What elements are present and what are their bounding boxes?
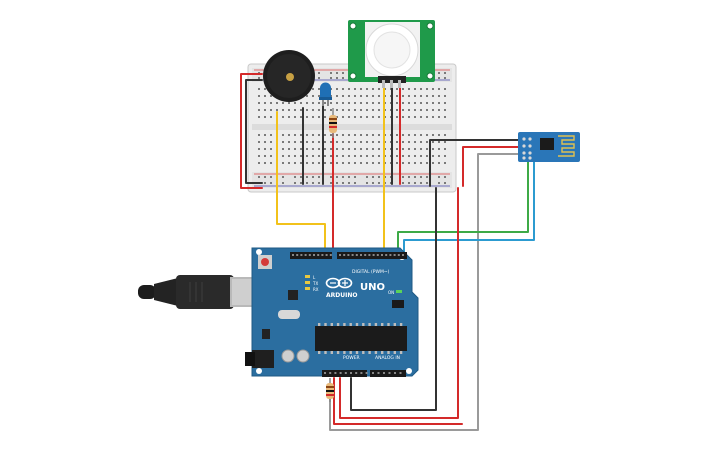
wire-red-esp [462, 146, 521, 187]
uno-model: UNO [360, 282, 385, 293]
on-label: ON [388, 290, 394, 295]
led[interactable] [319, 82, 332, 107]
pir-sensor[interactable] [348, 20, 435, 88]
wire-red-left-rail [240, 73, 263, 189]
analog-label: ANALOG IN [375, 355, 400, 361]
piezo-buzzer[interactable] [263, 50, 315, 102]
wire-yellow-buzzer [276, 111, 326, 257]
arduino-uno-board[interactable]: DIGITAL (PWM~) TX RX L ARDUINO UNO ON [245, 247, 419, 377]
wire-black-esp [429, 139, 521, 187]
tx-label: TX [312, 281, 318, 286]
usb-cable[interactable] [138, 275, 266, 309]
resistor-led[interactable] [329, 108, 337, 138]
l-led [305, 275, 310, 278]
wires [240, 73, 535, 431]
on-led [396, 290, 402, 293]
wire-black-gnd [350, 187, 437, 411]
rx-label: RX [313, 287, 319, 292]
rx-led [305, 287, 310, 290]
atmega-chip [315, 323, 407, 354]
analog-header[interactable] [370, 370, 406, 377]
crystal [278, 310, 300, 319]
resistor-pullup[interactable] [326, 378, 334, 402]
wire-blue-esp [403, 159, 535, 257]
power-label: POWER [343, 355, 360, 361]
tx-led [305, 281, 310, 284]
reset-button[interactable] [258, 255, 272, 269]
esp8266-module[interactable] [518, 132, 580, 162]
wire-red-5v [339, 187, 459, 419]
wire-black-left-rail [245, 79, 263, 184]
wire-gray-esp [329, 153, 521, 431]
arduino-brand: ARDUINO [326, 292, 357, 299]
digital-header[interactable] [290, 252, 407, 259]
wire-green-esp [397, 159, 529, 257]
l-label: L [313, 275, 316, 280]
header-pins [292, 254, 404, 374]
digital-label: DIGITAL (PWM~) [352, 269, 390, 275]
arduino-logo-icon [325, 277, 353, 289]
power-header[interactable] [322, 370, 367, 377]
